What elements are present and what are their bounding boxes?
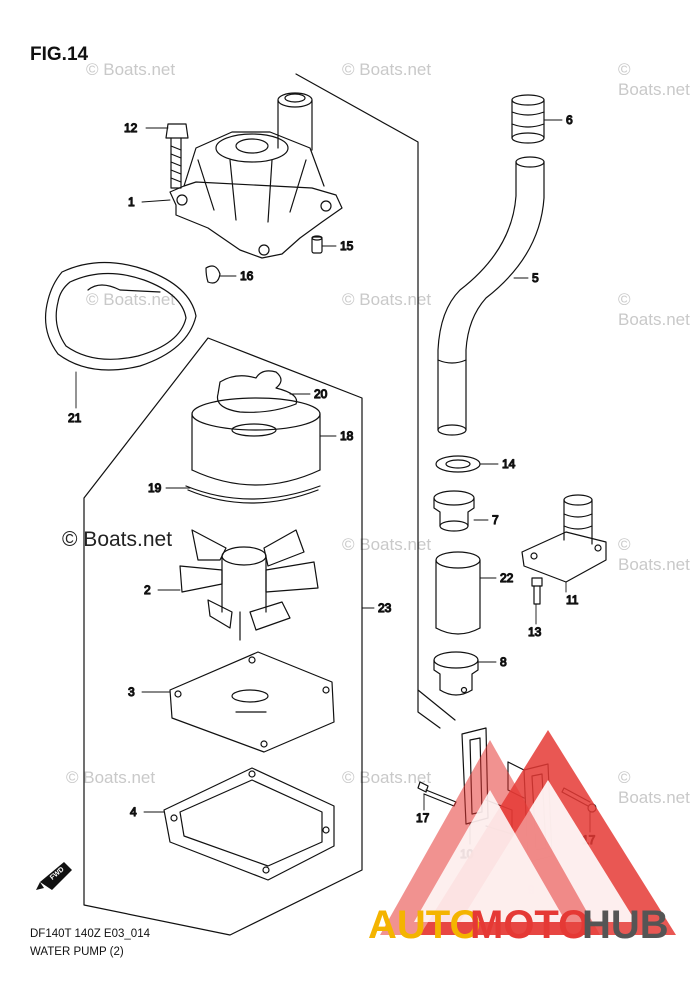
seal-ring xyxy=(45,261,197,371)
callout-17: 17 xyxy=(416,811,430,825)
callout-1: 1 xyxy=(128,195,135,209)
callout-4: 4 xyxy=(130,805,137,819)
watermark: © Boats.net xyxy=(618,535,690,574)
callout-20: 20 xyxy=(314,387,328,401)
figure-name: WATER PUMP (2) xyxy=(30,946,124,958)
watermark: © Boats.net xyxy=(342,535,432,554)
callout-13: 13 xyxy=(528,625,542,639)
watermark: © Boats.net xyxy=(618,60,690,99)
wear-plate xyxy=(169,651,335,753)
watermark: © Boats.net xyxy=(86,290,176,309)
logo-word-moto: MOTO xyxy=(470,903,589,947)
gasket xyxy=(163,767,335,881)
sleeve xyxy=(435,551,481,635)
watermark: © Boats.net xyxy=(342,60,432,79)
bolt xyxy=(165,123,189,189)
seal xyxy=(433,651,479,696)
key xyxy=(205,265,221,284)
assembly-boundary-line xyxy=(295,73,456,721)
watermark: © Boats.net xyxy=(618,290,690,329)
figure-title: FIG.14 xyxy=(30,44,89,65)
callout-6: 6 xyxy=(566,113,573,127)
grommet xyxy=(511,94,545,144)
logo-word-hub: HUB xyxy=(582,903,669,947)
callout-14: 14 xyxy=(502,457,516,471)
water-tube xyxy=(437,156,545,436)
leader-lines xyxy=(75,119,591,883)
kit-boundary xyxy=(83,337,363,936)
assembly-boundary-line xyxy=(417,689,441,729)
watermark: © Boats.net xyxy=(66,768,156,787)
bushing xyxy=(433,490,475,532)
callout-7: 7 xyxy=(492,513,499,527)
impeller xyxy=(179,529,319,641)
dowel-pin xyxy=(311,235,323,254)
screw xyxy=(531,577,543,605)
callout-12: 12 xyxy=(124,121,138,135)
impeller-housing xyxy=(185,370,321,504)
watermark: © Boats.net xyxy=(342,290,432,309)
pump-case xyxy=(169,92,343,259)
callout-5: 5 xyxy=(532,271,539,285)
callout-8: 8 xyxy=(500,655,507,669)
callout-16: 16 xyxy=(240,269,254,283)
automotohub-logo: AUTO MOTO HUB xyxy=(368,730,676,947)
watermark-large: © Boats.net xyxy=(62,528,173,551)
model-code: DF140T 140Z E03_014 xyxy=(30,928,150,940)
callout-15: 15 xyxy=(340,239,354,253)
logo-word-auto: AUTO xyxy=(368,903,481,947)
forward-arrow-icon: FWD xyxy=(36,862,72,890)
callout-11: 11 xyxy=(566,593,579,607)
bracket xyxy=(521,494,607,583)
callout-18: 18 xyxy=(340,429,354,443)
callout-22: 22 xyxy=(500,571,514,585)
washer xyxy=(435,455,481,473)
watermark: © Boats.net xyxy=(342,768,432,787)
callout-21: 21 xyxy=(68,411,82,425)
callout-23: 23 xyxy=(378,601,392,615)
callout-2: 2 xyxy=(144,583,151,597)
callout-3: 3 xyxy=(128,685,135,699)
watermark: © Boats.net xyxy=(86,60,176,79)
watermark: © Boats.net xyxy=(618,768,690,807)
callout-19: 19 xyxy=(148,481,162,495)
